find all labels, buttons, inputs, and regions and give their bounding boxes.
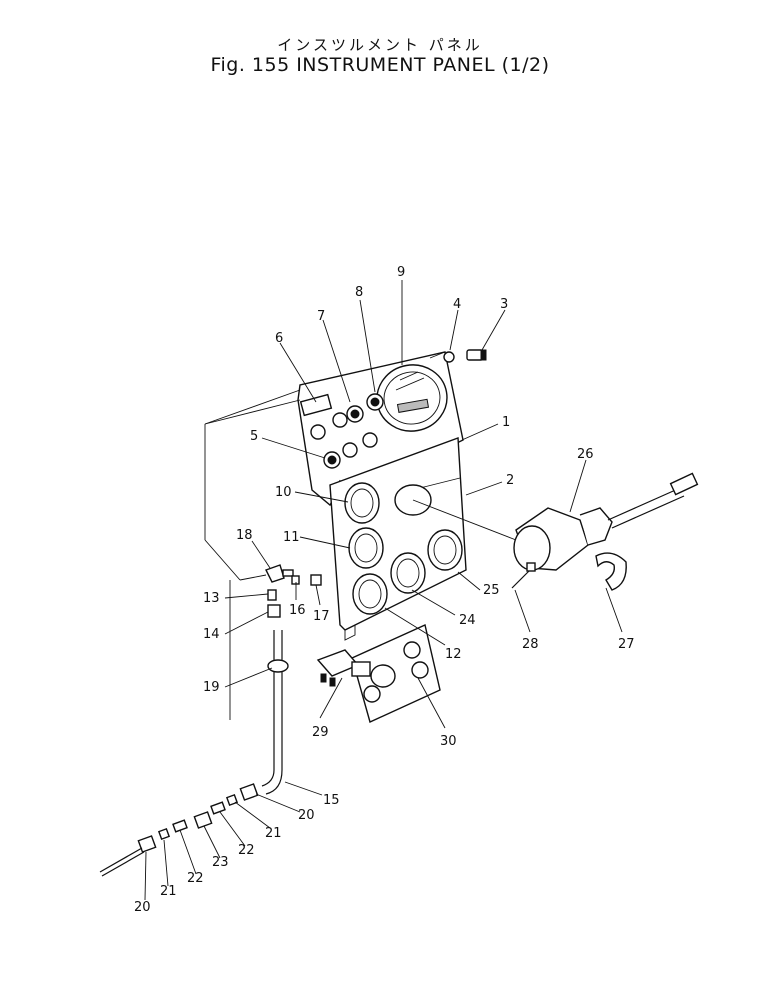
line-fittings xyxy=(99,783,259,877)
callout-21a: 21 xyxy=(265,826,282,841)
callout-20a: 20 xyxy=(298,808,315,823)
callout-25: 25 xyxy=(483,583,500,598)
ring-clamp xyxy=(595,552,627,591)
figure-title-japanese: インスツルメント パネル xyxy=(277,36,483,54)
callout-22a: 22 xyxy=(238,843,255,858)
callout-21b: 21 xyxy=(160,884,177,899)
callout-6: 6 xyxy=(275,331,283,346)
callout-15: 15 xyxy=(323,793,340,808)
callout-13: 13 xyxy=(203,591,220,606)
switch-panel xyxy=(351,624,441,723)
speedometer-gauge xyxy=(376,364,448,432)
callout-2: 2 xyxy=(506,473,514,488)
callout-14: 14 xyxy=(203,627,220,642)
bolt-28 xyxy=(511,562,536,589)
callout-19: 19 xyxy=(203,680,220,695)
callout-1: 1 xyxy=(502,415,510,430)
callout-3: 3 xyxy=(500,297,508,312)
callout-23: 23 xyxy=(212,855,229,870)
figure-title: Fig. 155 INSTRUMENT PANEL (1/2) xyxy=(210,54,550,76)
callout-8: 8 xyxy=(355,285,363,300)
key-switch xyxy=(316,649,396,688)
callout-24: 24 xyxy=(459,613,476,628)
callout-16: 16 xyxy=(289,603,306,618)
callout-17: 17 xyxy=(313,609,330,624)
callout-30: 30 xyxy=(440,734,457,749)
callout-5: 5 xyxy=(250,429,258,444)
callout-27: 27 xyxy=(618,637,635,652)
upper-panel-lamps xyxy=(299,393,384,469)
callout-10: 10 xyxy=(275,485,292,500)
callout-20b: 20 xyxy=(134,900,151,915)
tee-fitting xyxy=(265,564,322,618)
callout-9: 9 xyxy=(397,265,405,280)
leader-lines xyxy=(144,280,623,901)
lower-panel-gauges xyxy=(344,482,463,615)
callout-22b: 22 xyxy=(187,871,204,886)
callout-29: 29 xyxy=(312,725,329,740)
callout-4: 4 xyxy=(453,297,461,312)
tube xyxy=(261,630,289,795)
callout-26: 26 xyxy=(577,447,594,462)
callout-12: 12 xyxy=(445,647,462,662)
callout-18: 18 xyxy=(236,528,253,543)
callout-7: 7 xyxy=(317,309,325,324)
control-lever xyxy=(513,472,699,571)
callout-11: 11 xyxy=(283,530,300,545)
guide-lines xyxy=(204,351,517,720)
callout-28: 28 xyxy=(522,637,539,652)
callout-labels: 9 8 7 6 5 4 3 1 2 10 11 12 25 24 26 27 2… xyxy=(134,265,635,915)
nut-and-screw xyxy=(443,349,487,363)
